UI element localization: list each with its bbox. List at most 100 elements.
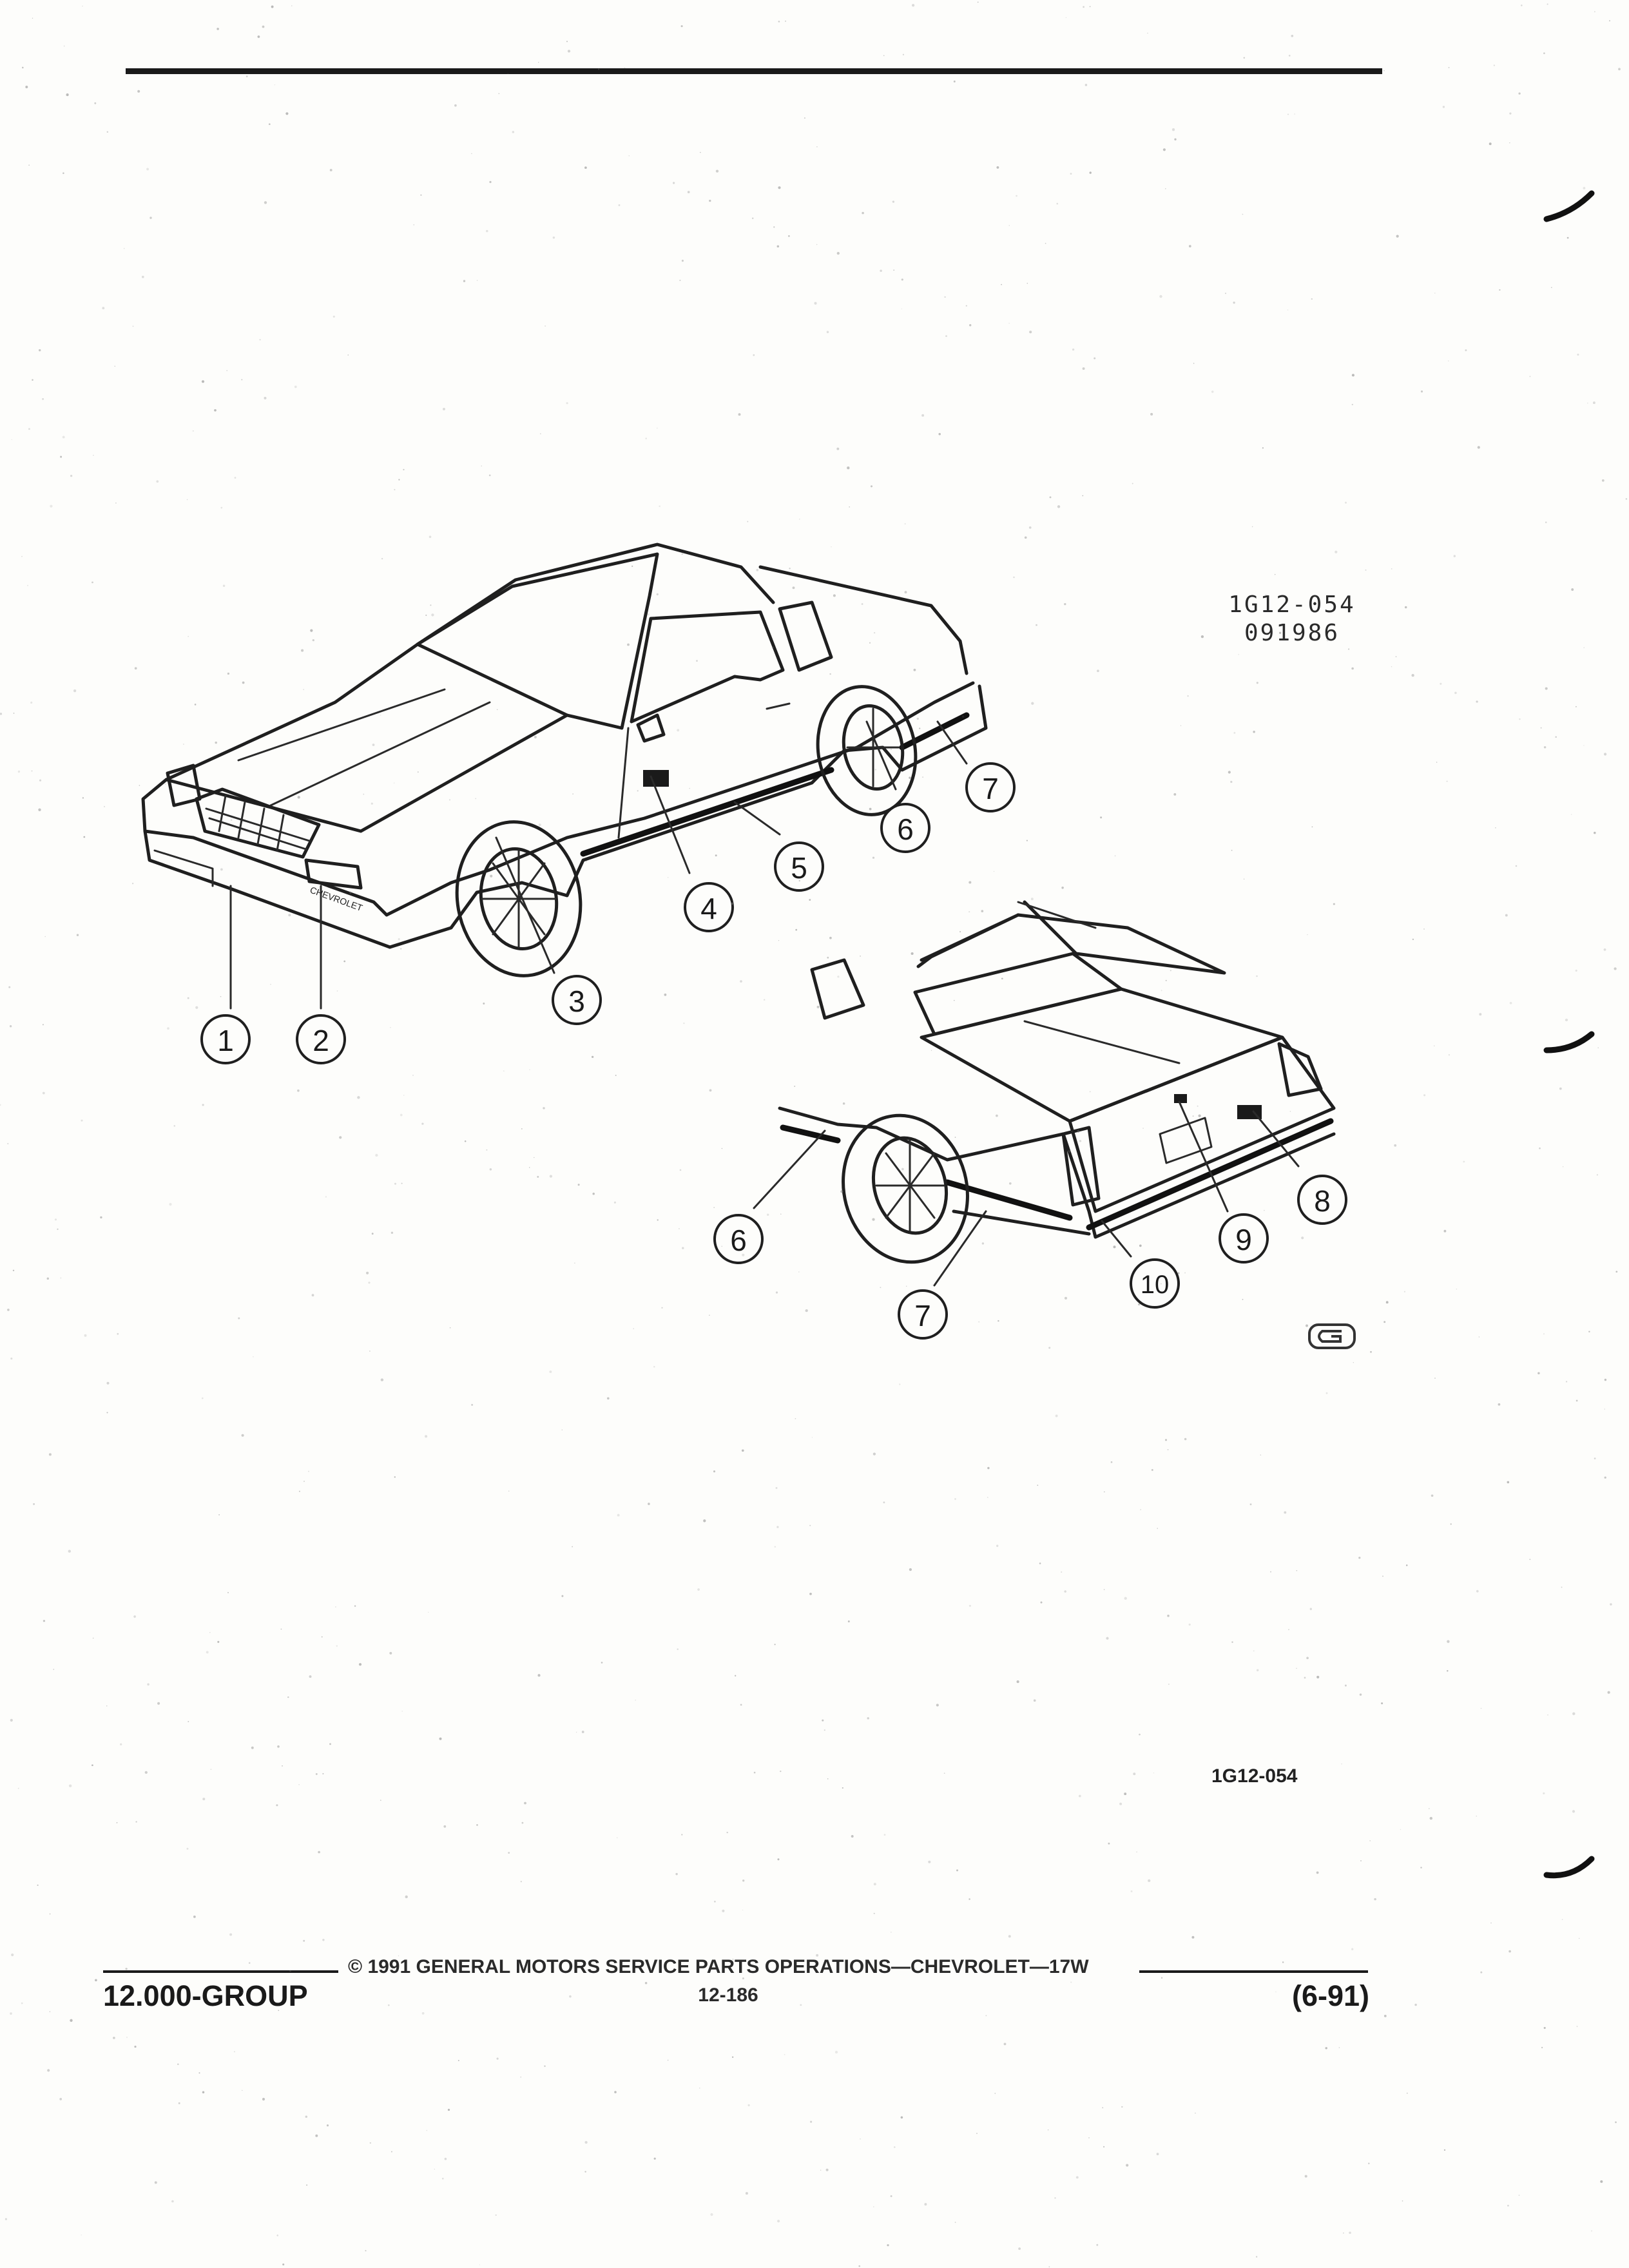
figure-code: 1G12-054 — [1228, 591, 1356, 618]
callout-number: 1 — [217, 1024, 234, 1057]
callout-number: 9 — [1235, 1223, 1252, 1256]
callout-6-rear: 6 — [713, 1214, 764, 1264]
front-car-hood-front — [164, 713, 569, 833]
binding-mark-icon — [1543, 1031, 1595, 1053]
footer-copyright: © 1991 GENERAL MOTORS SERVICE PARTS OPER… — [348, 1956, 1089, 1977]
footer-group-label: 12.000-GROUP — [103, 1979, 308, 2012]
front-car-mirror — [636, 713, 666, 743]
rear-car-back-glass — [913, 952, 1123, 1036]
rear-car-tire — [842, 1113, 969, 1264]
front-car-windshield — [416, 552, 659, 730]
rear-car-c-pillar — [916, 913, 1020, 968]
leader-line-6a — [865, 720, 897, 791]
front-car-trunk — [758, 565, 969, 675]
front-car-hood-edge — [164, 642, 419, 782]
front-car-door-handle — [766, 702, 791, 710]
callout-number: 5 — [791, 851, 807, 885]
front-car-illustration: CHEVROLET — [141, 543, 988, 977]
footer-rule — [1139, 1970, 1368, 1973]
rear-car-trunk-line — [1023, 1020, 1181, 1064]
front-car-rear-tire — [816, 685, 918, 816]
callout-number: 6 — [897, 812, 914, 846]
leader-line-7b — [933, 1210, 987, 1287]
rear-car-rim — [871, 1136, 949, 1235]
front-car-hood-line — [269, 701, 491, 807]
rear-car-antenna — [1017, 901, 1097, 929]
front-car-beltline — [385, 681, 975, 917]
callout-6-front: 6 — [880, 803, 930, 853]
front-car-spoiler — [153, 849, 214, 887]
front-car-rear-spokes — [846, 707, 900, 787]
callout-7-rear: 7 — [898, 1289, 948, 1340]
callout-7-front: 7 — [965, 762, 1016, 812]
rear-car-illustration — [778, 900, 1336, 1264]
front-car-door-seam — [617, 727, 630, 839]
callout-number: 10 — [1141, 1271, 1170, 1299]
callout-5: 5 — [774, 841, 824, 892]
callout-2: 2 — [296, 1014, 346, 1064]
binding-mark-icon — [1543, 1856, 1595, 1879]
leader-line-8 — [1252, 1110, 1300, 1168]
callout-3: 3 — [552, 975, 602, 1025]
front-car-left-headlight — [166, 764, 202, 807]
front-car-roofline — [416, 543, 775, 646]
front-car-rear-rim — [842, 704, 905, 791]
leader-line-3 — [495, 836, 555, 974]
callout-8: 8 — [1297, 1175, 1347, 1225]
front-car-quarter-window — [778, 601, 833, 672]
rear-car-rear-panel — [1068, 1035, 1336, 1213]
rear-car-right-taillight — [1277, 1042, 1323, 1097]
front-car-front-rim — [479, 847, 559, 950]
callout-number: 7 — [982, 772, 999, 805]
callout-number: 6 — [730, 1224, 747, 1257]
leader-line-7a — [936, 720, 968, 765]
callout-4: 4 — [684, 882, 734, 932]
binding-mark-icon — [1543, 190, 1595, 222]
leader-line-6b — [753, 1129, 826, 1209]
footer-revision-date: (6-91) — [1291, 1979, 1369, 2012]
top-rule — [126, 68, 1382, 74]
figure-reference: 1G12-054 — [1211, 1765, 1298, 1787]
rear-car-bumper-stripe — [1086, 1118, 1334, 1231]
callout-number: 3 — [568, 985, 585, 1018]
front-car-lower-bumper — [143, 829, 392, 949]
front-car-front-spokes — [481, 849, 557, 948]
footer-page-number: 12-186 — [698, 1984, 758, 2006]
rear-car-roof — [1016, 900, 1226, 975]
front-car-grille-pattern — [205, 794, 311, 852]
front-car-right-headlight — [304, 858, 363, 890]
leader-line-10 — [1101, 1220, 1132, 1258]
rear-car-lower-edge — [952, 1209, 1091, 1236]
figure-date-code: 091986 — [1244, 620, 1340, 646]
front-car-ss-emblem — [643, 770, 669, 787]
leader-line-5 — [733, 801, 781, 836]
leader-lines — [229, 720, 1300, 1287]
callout-1: 1 — [200, 1014, 251, 1064]
callout-10: 10 — [1130, 1258, 1180, 1309]
callout-9: 9 — [1219, 1213, 1269, 1264]
callout-number: 4 — [700, 892, 717, 925]
rear-car-beltline — [778, 1106, 1065, 1162]
gm-logo-icon — [1308, 1323, 1356, 1349]
leader-line-4 — [650, 775, 691, 874]
front-car-hood-line — [237, 688, 446, 762]
front-car-front-tire — [455, 820, 583, 977]
front-car-door-window — [630, 610, 785, 724]
footer-rule — [103, 1970, 338, 1973]
rear-car-body-stripe — [780, 1124, 841, 1144]
rear-car-bowtie-emblem — [1174, 1094, 1187, 1103]
rear-car-left-taillight — [1061, 1126, 1101, 1207]
front-car-grille — [195, 787, 321, 859]
rear-car-quarter-window — [810, 958, 865, 1020]
leader-line-9 — [1178, 1100, 1229, 1213]
callout-number: 7 — [914, 1299, 931, 1332]
callout-number: 2 — [313, 1024, 329, 1057]
callout-number: 8 — [1314, 1184, 1331, 1218]
rear-car-trunk-lid — [920, 987, 1284, 1123]
rear-car-license-recess — [1159, 1117, 1213, 1164]
front-car-bumper — [141, 778, 389, 917]
front-car-body-stripe — [580, 767, 834, 857]
rear-car-spokes — [875, 1139, 945, 1232]
